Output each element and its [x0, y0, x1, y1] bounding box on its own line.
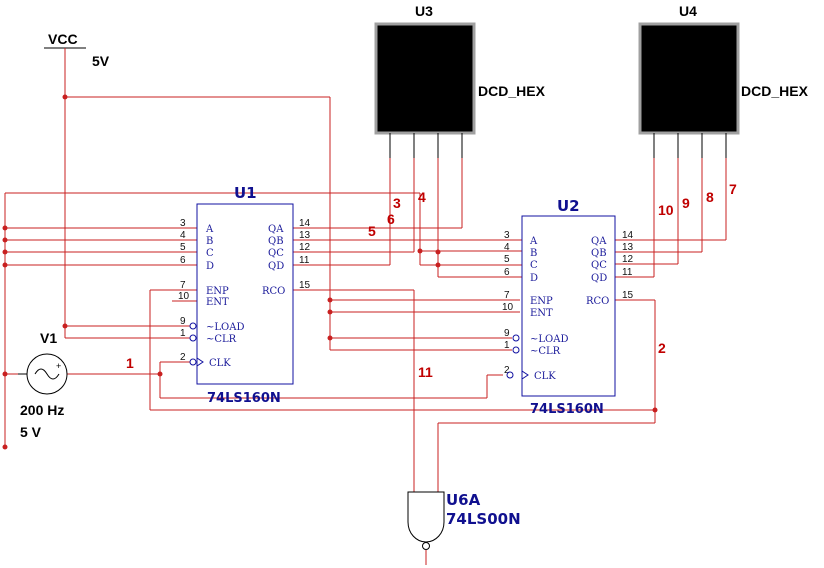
net-8: 8 [706, 189, 714, 205]
u1-pinnum: 5 [180, 242, 186, 253]
u2-pin-qb: QB [591, 248, 607, 259]
source-amplitude: 5 V [20, 424, 42, 440]
u1-chip[interactable]: U1 74LS160N A B C D ENP ENT ~LOAD ~CLR C… [178, 184, 311, 406]
u1-pinnum: 12 [299, 242, 311, 253]
net-10: 10 [658, 202, 674, 218]
u1-pin-c: C [206, 248, 214, 259]
u1-pinnum: 11 [299, 255, 310, 266]
u2-pin-enp: ENP [530, 296, 553, 307]
net-5: 5 [368, 223, 376, 239]
u1-pin-clk: CLK [209, 358, 231, 369]
u2-pinnum: 15 [622, 290, 634, 301]
net-3: 3 [393, 195, 401, 211]
u1-pinnum: 6 [180, 255, 186, 266]
u1-pin-load: ~LOAD [206, 322, 244, 333]
u1-pinnum: 2 [180, 352, 186, 363]
u2-pin-qa: QA [591, 236, 607, 247]
u1-part: 74LS160N [207, 391, 281, 406]
u2-pin-clk: CLK [534, 371, 556, 382]
u2-pin-a: A [529, 236, 538, 247]
u1-pinnum: 9 [180, 316, 186, 327]
clock-source[interactable]: + [18, 353, 68, 395]
wires [4, 47, 727, 565]
source-ref: V1 [40, 330, 57, 346]
net-labels: 1 2 3 4 5 6 7 8 9 10 11 [126, 181, 737, 380]
u6-part: 74LS00N [446, 510, 521, 528]
u4-ref: U4 [679, 3, 697, 19]
vcc-label: VCC [48, 31, 78, 47]
u2-pinnum: 7 [504, 290, 510, 301]
net-4: 4 [418, 189, 426, 205]
vcc-value: 5V [92, 53, 110, 69]
u2-pin-clr: ~CLR [530, 346, 561, 357]
net-7: 7 [729, 181, 737, 197]
u1-pinnum: 7 [180, 280, 186, 291]
u2-pinnum: 2 [504, 365, 510, 376]
u2-pinnum: 14 [622, 230, 634, 241]
u2-pin-b: B [530, 248, 537, 259]
u2-pin-d: D [530, 273, 538, 284]
u1-pin-d: D [206, 261, 214, 272]
net-11: 11 [418, 364, 433, 380]
u2-pinnum: 1 [504, 340, 510, 351]
u4-display[interactable]: U4 DCD_HEX [638, 3, 809, 158]
u3-part: DCD_HEX [478, 83, 546, 99]
u1-pinnum: 15 [299, 280, 311, 291]
u2-pinnum: 10 [502, 302, 514, 313]
u2-ref: U2 [557, 197, 580, 215]
net-2: 2 [658, 340, 666, 356]
u1-pin-rco: RCO [262, 286, 285, 297]
u1-ref: U1 [234, 184, 257, 202]
u1-pin-clr: ~CLR [206, 334, 237, 345]
net-9: 9 [682, 195, 690, 211]
u1-pinnum: 4 [180, 230, 186, 241]
u2-pinnum: 11 [622, 267, 633, 278]
u2-pin-ent: ENT [530, 308, 553, 319]
u6-ref: U6A [446, 491, 481, 509]
u1-pinnum: 10 [178, 291, 190, 302]
u2-pinnum: 12 [622, 254, 634, 265]
source-frequency: 200 Hz [20, 402, 64, 418]
u1-pin-qb: QB [268, 236, 284, 247]
u1-pin-b: B [206, 236, 213, 247]
junctions [2, 94, 658, 450]
u2-pin-qc: QC [591, 260, 607, 271]
u1-pinnum: 1 [180, 328, 186, 339]
u1-pin-qa: QA [268, 224, 284, 235]
u1-pin-qc: QC [268, 248, 284, 259]
u1-pinnum: 13 [299, 230, 311, 241]
u2-pinnum: 3 [504, 230, 510, 241]
u2-pinnum: 6 [504, 267, 510, 278]
u2-chip[interactable]: U2 74LS160N A B C D ENP ENT ~LOAD ~CLR C… [502, 197, 634, 417]
u3-ref: U3 [415, 3, 433, 19]
net-1: 1 [126, 355, 134, 371]
u1-pin-enp: ENP [206, 286, 229, 297]
u2-pin-load: ~LOAD [530, 334, 568, 345]
nand-gate[interactable]: U6A 74LS00N [407, 491, 521, 550]
u1-pinnum: 14 [299, 218, 311, 229]
plus-sign: + [56, 361, 61, 371]
u1-pin-qd: QD [268, 261, 284, 272]
u2-pinnum: 5 [504, 254, 510, 265]
u2-part: 74LS160N [530, 402, 604, 417]
u4-part: DCD_HEX [741, 83, 809, 99]
u1-pin-ent: ENT [206, 297, 229, 308]
u2-pinnum: 4 [504, 242, 510, 253]
u2-pinnum: 9 [504, 328, 510, 339]
u3-display[interactable]: U3 DCD_HEX [374, 3, 546, 158]
u1-pin-a: A [205, 224, 214, 235]
sine-wave-icon [34, 368, 60, 380]
u1-pinnum: 3 [180, 218, 186, 229]
net-6: 6 [387, 211, 395, 227]
u2-pin-qd: QD [591, 273, 607, 284]
u2-pin-c: C [530, 260, 538, 271]
u2-pinnum: 13 [622, 242, 634, 253]
u2-pin-rco: RCO [586, 296, 609, 307]
